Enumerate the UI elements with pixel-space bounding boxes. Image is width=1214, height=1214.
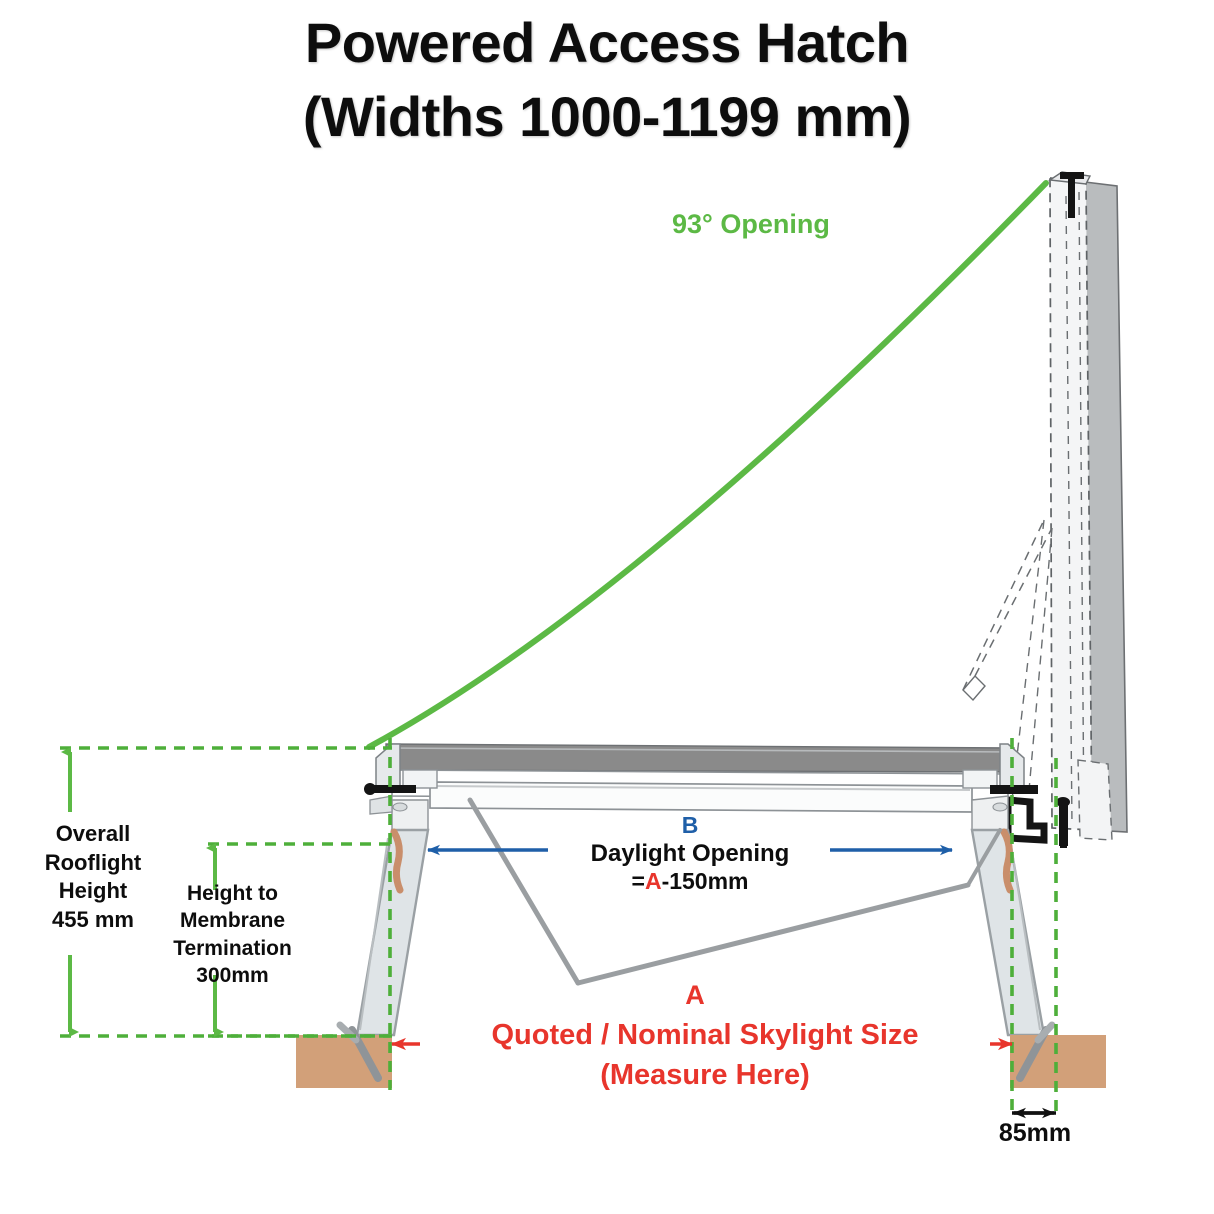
open-leaf-top-bolt-head <box>1060 172 1084 179</box>
glazing-highlight <box>385 747 1015 753</box>
right-outer-kerb-ghost <box>1077 759 1113 841</box>
open-leaf-inner-line-a <box>1065 195 1073 827</box>
left-head-cap <box>375 743 401 791</box>
actuator-arm-pivot-link <box>966 828 1002 887</box>
inner-rail-highlight <box>431 785 971 791</box>
right-membrane-termination <box>1000 828 1014 894</box>
left-membrane-termination <box>390 828 404 894</box>
right-upstand-inner-line <box>1009 837 1041 1031</box>
open-leaf-inner-line-b <box>1078 191 1085 829</box>
right-hinge-pin <box>990 785 1038 794</box>
hinge-stud-head <box>1056 797 1070 807</box>
left-upstand-inner-line <box>359 837 389 1031</box>
right-frame-shoulder <box>971 795 1009 831</box>
left-head-block <box>402 769 438 789</box>
open-hatch-leaf <box>962 171 1128 848</box>
rooflight-assembly <box>296 743 1113 1088</box>
right-gasket <box>992 802 1008 812</box>
actuator-ghost-arm-2 <box>974 527 1053 677</box>
hinge-travel-line-2 <box>1027 527 1053 803</box>
right-kerb-screw-head <box>1034 1021 1056 1044</box>
left-head-detail <box>364 743 438 831</box>
green-vertical-datums <box>388 738 1058 1118</box>
actuator-arm-right <box>575 882 971 986</box>
actuator-ghost-arm-1 <box>962 519 1045 691</box>
left-gasket <box>392 802 408 812</box>
left-trim <box>369 795 393 815</box>
left-upstand-leg <box>355 828 430 1037</box>
opening-arc-icon <box>366 180 1049 750</box>
right-head-block <box>962 769 998 789</box>
left-fixing-bolt <box>368 785 416 793</box>
hinge-stud <box>1059 800 1068 846</box>
actuator-arm-left <box>467 797 581 986</box>
actuator-ghost-knuckle <box>962 674 986 702</box>
left-fixing-bolt-head <box>364 783 376 795</box>
open-leaf-frame <box>1049 177 1093 831</box>
green-dimension-extension-lines <box>60 746 396 1038</box>
open-leaf-top-bolt <box>1068 172 1075 218</box>
